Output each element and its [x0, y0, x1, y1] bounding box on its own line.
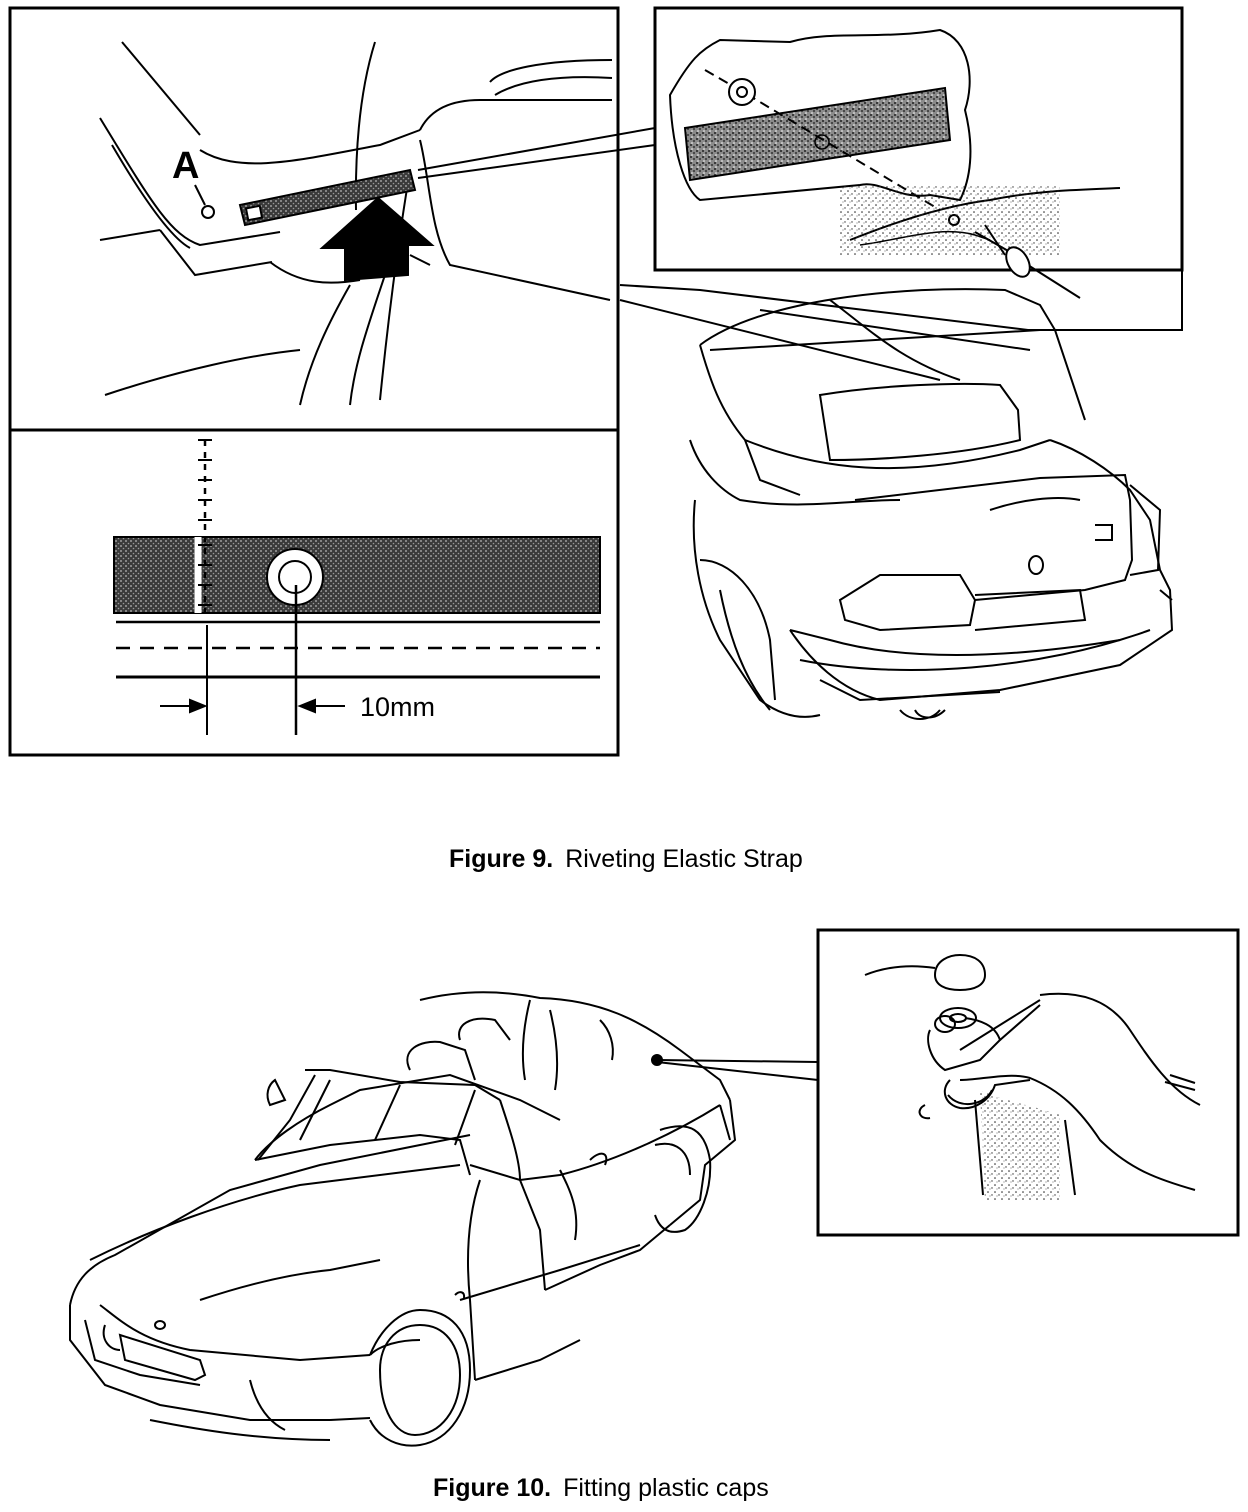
rear-car-illustration	[689, 288, 1174, 720]
figure-10-title: Fitting plastic caps	[563, 1474, 769, 1502]
elastic-strap-rail	[238, 168, 417, 227]
label-a: A	[172, 145, 199, 187]
inset-plastic-cap	[816, 928, 1240, 1237]
point-a: A	[172, 145, 215, 219]
figure-10-caption: Figure 10. Fitting plastic caps	[433, 1474, 769, 1503]
figure-9-number: Figure 9.	[449, 845, 554, 873]
figure-9: A	[8, 6, 1184, 757]
detail-panel-rail	[8, 6, 620, 432]
figure-10-number: Figure 10.	[433, 1474, 552, 1502]
figure-9-caption: Figure 9. Riveting Elastic Strap	[449, 845, 803, 874]
direction-arrow	[319, 196, 435, 282]
figure-10	[69, 928, 1240, 1447]
inset-rivet-detail	[653, 6, 1184, 299]
dimension-panel: 10mm	[8, 428, 620, 757]
dimension-label: 10mm	[360, 692, 435, 722]
figure-9-title: Riveting Elastic Strap	[565, 845, 803, 873]
front-car-illustration	[69, 991, 737, 1447]
